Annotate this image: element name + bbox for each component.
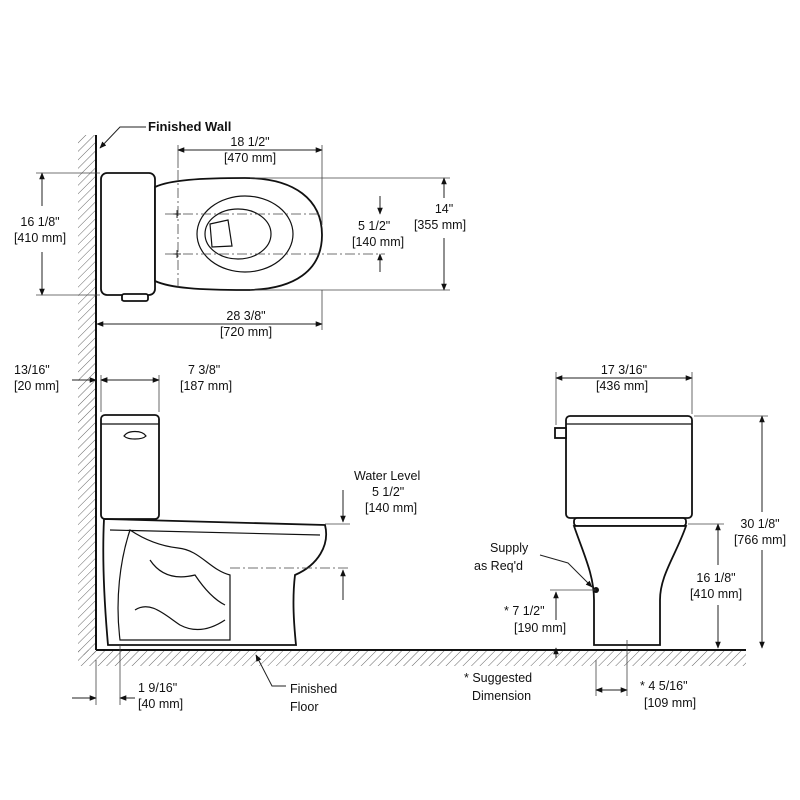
base-offset-mm: [40 mm] <box>138 697 183 711</box>
supply-height-in: * 7 1/2" <box>504 604 545 618</box>
water-level-in: 5 1/2" <box>372 485 404 499</box>
supply-label-1: Supply <box>490 541 529 555</box>
bolt-spacing-in: 5 1/2" <box>358 219 390 233</box>
bowl-side-view <box>102 518 327 646</box>
supply-height-mm: [190 mm] <box>514 621 566 635</box>
svg-text:+: + <box>172 207 182 221</box>
tank-front-width-mm: [436 mm] <box>596 379 648 393</box>
tank-depth-mm: [410 mm] <box>14 231 66 245</box>
overall-length-in: 28 3/8" <box>226 309 265 323</box>
finished-floor-label-1: Finished <box>290 682 337 696</box>
tank-front-width-in: 17 3/16" <box>601 363 647 377</box>
tank-depth-in: 16 1/8" <box>20 215 59 229</box>
top-width-mm: [470 mm] <box>224 151 276 165</box>
wall-gap-mm: [20 mm] <box>14 379 59 393</box>
tank-width-side-in: 7 3/8" <box>188 363 220 377</box>
seat-height-mm: [410 mm] <box>690 587 742 601</box>
supply-offset-mm: [109 mm] <box>644 696 696 710</box>
top-view: + + 18 1/2" [470 mm] 16 1/8" [410 mm] 5 … <box>14 135 466 339</box>
finished-wall <box>78 135 97 655</box>
water-level-mm: [140 mm] <box>365 501 417 515</box>
tank-width-side-mm: [187 mm] <box>180 379 232 393</box>
finished-wall-label: Finished Wall <box>148 119 231 134</box>
tank-top-view <box>100 172 156 296</box>
side-view: 13/16" [20 mm] 7 3/8" [187 mm] Water Lev… <box>14 363 420 714</box>
bolt-spacing-mm: [140 mm] <box>352 235 404 249</box>
base-offset-in: 1 9/16" <box>138 681 177 695</box>
overall-length-mm: [720 mm] <box>220 325 272 339</box>
seat-height-in: 16 1/8" <box>696 571 735 585</box>
finished-wall-callout: Finished Wall <box>99 119 231 149</box>
top-width-in: 18 1/2" <box>230 135 269 149</box>
wall-gap-in: 13/16" <box>14 363 50 377</box>
tank-side-view <box>100 414 160 520</box>
flush-lever-top <box>121 293 149 302</box>
overall-height-in: 30 1/8" <box>740 517 779 531</box>
bowl-front-view <box>572 525 688 646</box>
supply-label-2: as Req'd <box>474 559 523 573</box>
supply-offset-in: * 4 5/16" <box>640 679 688 693</box>
suggested-label-2: Dimension <box>472 689 531 703</box>
finished-floor <box>78 649 746 666</box>
tank-front-view <box>565 415 693 519</box>
bowl-width-mm: [355 mm] <box>414 218 466 232</box>
svg-text:+: + <box>172 247 182 261</box>
overall-height-mm: [766 mm] <box>734 533 786 547</box>
flush-lever-front <box>554 427 567 439</box>
finished-floor-label-2: Floor <box>290 700 318 714</box>
front-view: 17 3/16" [436 mm] 30 1/8" [766 mm] 16 1/… <box>464 363 786 710</box>
water-level-title: Water Level <box>354 469 420 483</box>
bowl-width-in: 14" <box>435 202 453 216</box>
bowl-top-view <box>154 177 323 291</box>
suggested-label-1: * Suggested <box>464 671 532 685</box>
